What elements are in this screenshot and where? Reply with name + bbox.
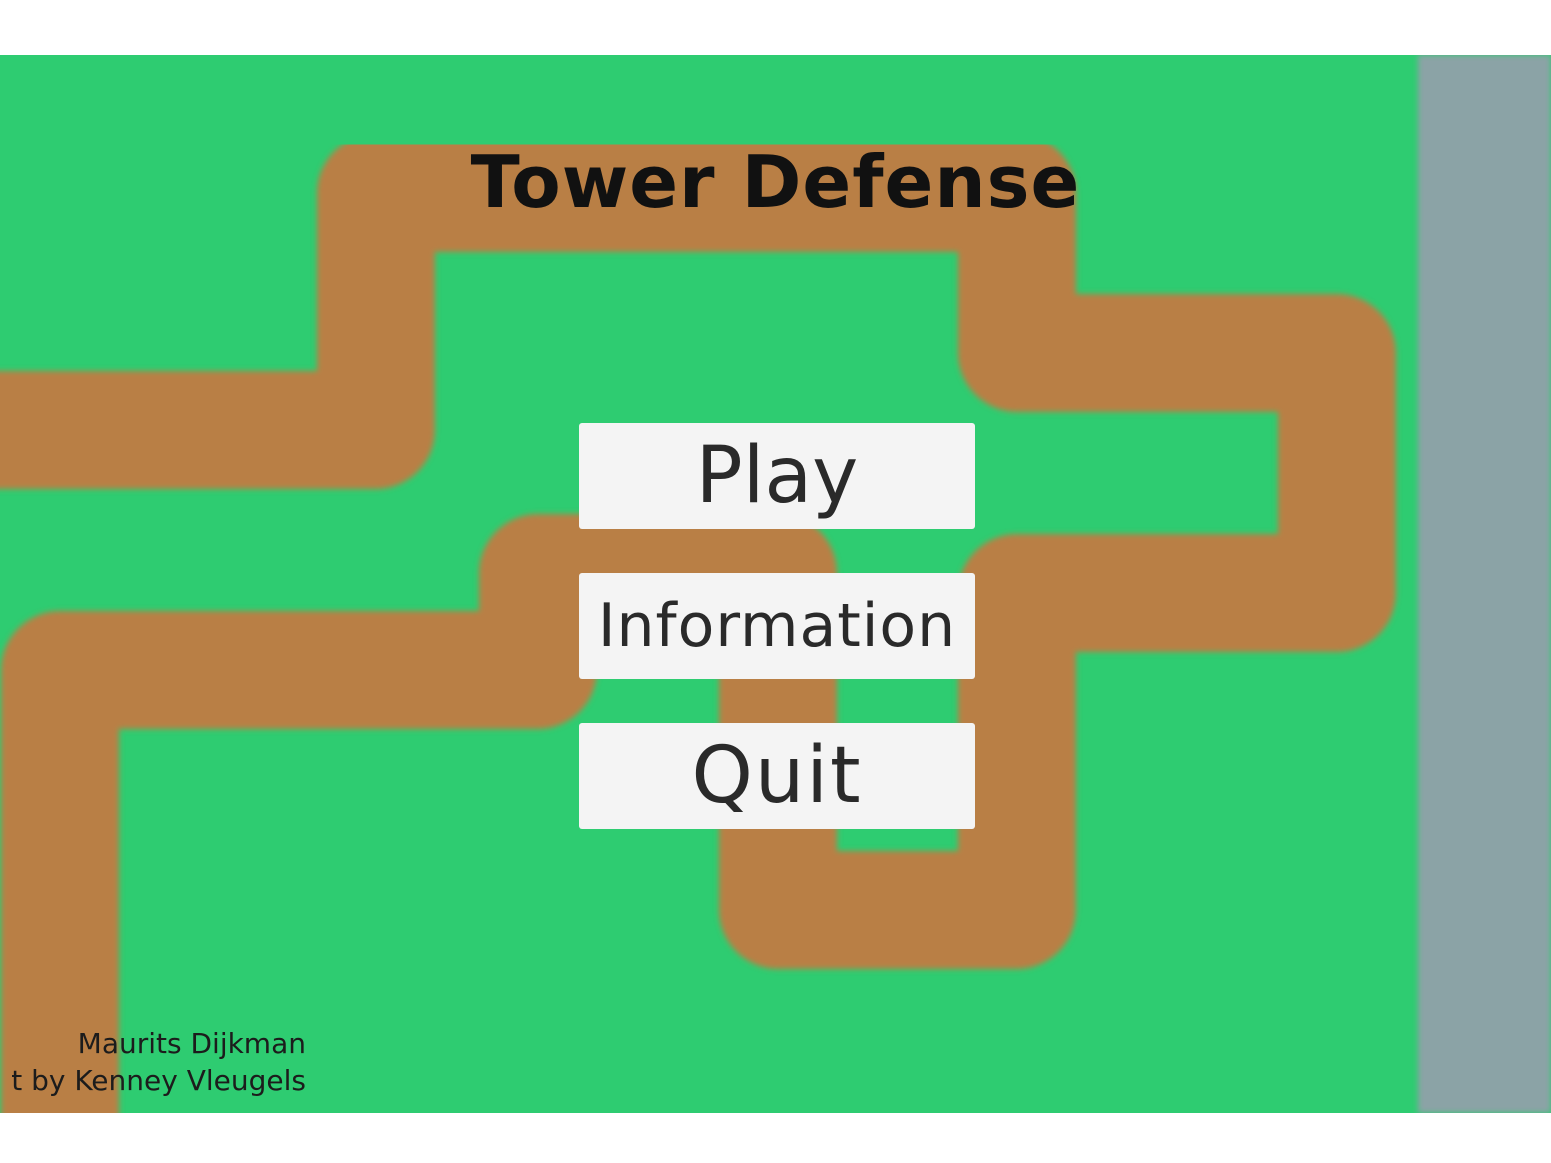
game-canvas: Tower Defense Play Information Quit Maur…: [0, 55, 1551, 1113]
credits: Maurits Dijkman t by Kenney Vleugels: [11, 1025, 306, 1099]
quit-button[interactable]: Quit: [579, 723, 975, 829]
credit-line-art: t by Kenney Vleugels: [11, 1064, 306, 1097]
gray-border-strip: [1418, 55, 1551, 1113]
credit-line-author: Maurits Dijkman: [77, 1027, 306, 1060]
game-title: Tower Defense: [470, 140, 1081, 224]
map-background: [0, 55, 1551, 1113]
dirt-path: [0, 134, 1396, 1113]
information-button[interactable]: Information: [579, 573, 975, 679]
play-button[interactable]: Play: [579, 423, 975, 529]
